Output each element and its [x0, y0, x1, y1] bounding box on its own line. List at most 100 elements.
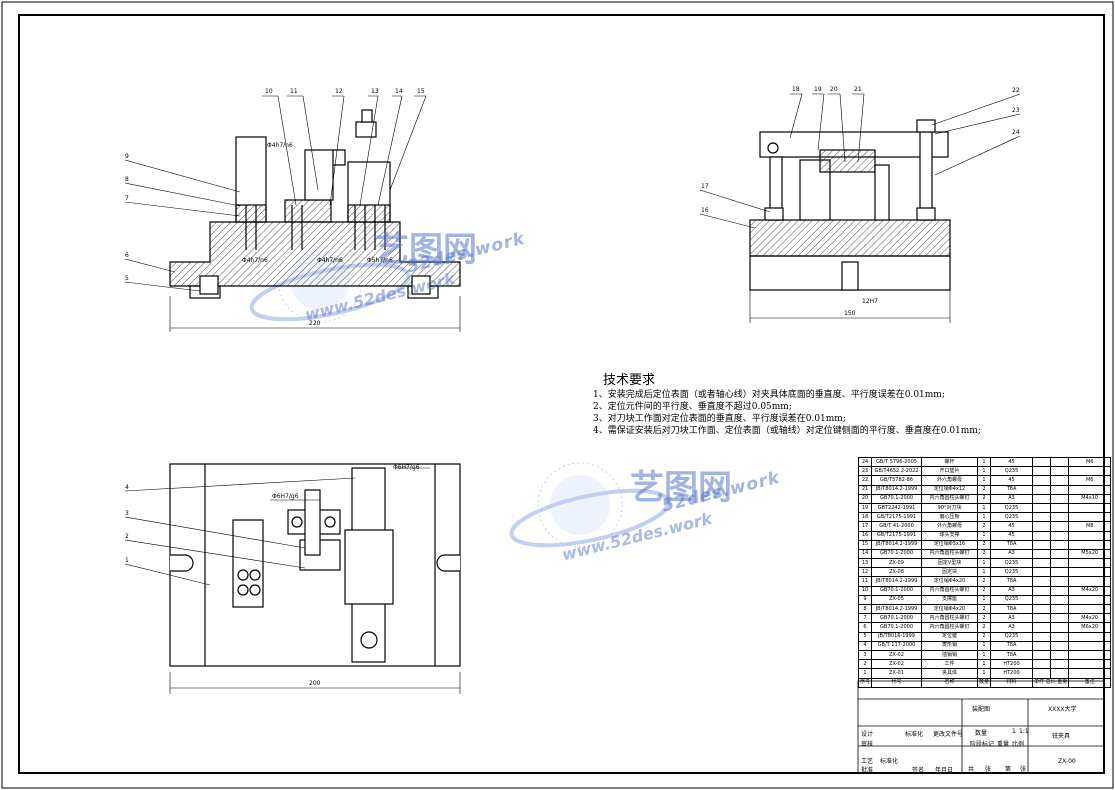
scale-value: 1:1 — [1019, 728, 1029, 735]
bom-cell-name: 定位键 — [921, 631, 979, 642]
bom-cell-name: 定位销Φ4x12 — [921, 484, 979, 495]
bom-cell-name: 90°对刀块 — [921, 502, 979, 514]
callout-4: 4 — [125, 484, 129, 491]
bom-cell-unit-weight — [1032, 548, 1052, 560]
bom-cell-note: M6 — [1068, 456, 1112, 468]
bom-cell-total-weight — [1050, 622, 1070, 633]
stage-label: 阶段标记 — [970, 741, 995, 748]
bom-cell-total-weight — [1050, 548, 1070, 560]
bom-cell-no: 20 — [857, 493, 873, 504]
bom-cell-note: M8 — [1068, 521, 1112, 532]
bom-cell-unit-weight — [1032, 475, 1052, 486]
bom-cell-code: GB70.1-2000 — [871, 493, 923, 504]
bom-cell-code: JB/T8014.2-1999 — [871, 484, 923, 495]
bom-cell-total-weight — [1050, 603, 1070, 615]
file-label: 更改文件号 — [933, 731, 964, 738]
bom-cell-total-weight — [1050, 530, 1070, 541]
bom-cell-material: Q235 — [990, 502, 1034, 514]
bom-cell-code: ZX-08 — [871, 567, 923, 578]
standard-label: 标准化 — [905, 731, 924, 738]
bom-header-no: 序号 — [857, 677, 873, 688]
bom-cell-no: 24 — [857, 456, 873, 468]
bom-cell-note — [1068, 631, 1112, 642]
bom-cell-code: JB/T8014.2-1999 — [871, 539, 923, 550]
bom-cell-no: 2 — [857, 659, 873, 670]
bom-header-material: 材料 — [990, 677, 1034, 688]
bom-cell-total-weight — [1050, 668, 1070, 679]
bom-cell-material: A3 — [990, 493, 1034, 504]
bom-cell-no: 21 — [857, 484, 873, 495]
bom-cell-code: JB/T8016-1999 — [871, 631, 923, 642]
bom-cell-total-weight — [1050, 585, 1070, 596]
bom-cell-note — [1068, 558, 1112, 569]
part-name: 铣夹具 — [1052, 733, 1071, 740]
bom-cell-unit-weight — [1032, 576, 1052, 587]
bom-cell-total-weight — [1050, 456, 1070, 468]
bom-cell-code: GB70.1-2000 — [871, 585, 923, 596]
bom-cell-name: 菱形销 — [921, 640, 979, 651]
bom-cell-qty: 2 — [977, 576, 992, 587]
bom-cell-no: 19 — [857, 502, 873, 514]
watermark-globe-2 — [509, 462, 671, 548]
bom-cell-code: ZX-09 — [871, 558, 923, 569]
bom-cell-unit-weight — [1032, 567, 1052, 578]
fit-6h7-2: Φ6H7/g6 — [272, 493, 299, 500]
bom-cell-name: 开口垫片 — [921, 466, 979, 477]
sheet-label: 张 — [985, 766, 992, 773]
bom-cell-unit-weight — [1032, 631, 1052, 642]
bom-cell-total-weight — [1050, 475, 1070, 486]
bom-cell-material: Q235 — [990, 466, 1034, 477]
front-view-labels: 9 8 7 6 5 10 11 12 13 14 15 Φ4h7/n6 Φ4h7… — [125, 88, 425, 327]
bom-cell-note: M4x10 — [1068, 493, 1112, 504]
bom-cell-total-weight — [1050, 640, 1070, 651]
bom-cell-no: 13 — [857, 558, 873, 569]
callout-18: 18 — [792, 86, 800, 93]
bom-cell-note — [1068, 539, 1112, 550]
callout-3: 3 — [125, 510, 129, 517]
bom-cell-material: T8A — [990, 649, 1034, 661]
bom-cell-code: GB/T 117-2000 — [871, 640, 923, 651]
bom-cell-qty: 1 — [977, 456, 992, 468]
callout-15: 15 — [417, 88, 425, 95]
bom-cell-note — [1068, 484, 1112, 495]
bom-cell-name: 固定V型块 — [921, 558, 979, 569]
callout-12: 12 — [335, 88, 343, 95]
bom-cell-unit-weight — [1032, 558, 1052, 569]
approve-label: 批准 — [861, 767, 874, 774]
bom-cell-no: 17 — [857, 521, 873, 532]
bom-cell-material: HT200 — [990, 668, 1034, 679]
bom-cell-name: 固定块 — [921, 567, 979, 578]
bom-cell-total-weight — [1050, 502, 1070, 514]
checker-label: 审核 — [861, 741, 874, 748]
bom-cell-no: 18 — [857, 512, 873, 523]
callout-16: 16 — [701, 207, 709, 214]
bom-header-weight: 单件 总计 重量 — [1032, 677, 1070, 688]
bom-cell-unit-weight — [1032, 521, 1052, 532]
weight-label: 重量 — [997, 741, 1010, 748]
callout-10: 10 — [265, 88, 273, 95]
bom-cell-material: Q235 — [990, 512, 1034, 523]
standardization-label: 标准化 — [880, 758, 899, 765]
bom-cell-no: 8 — [857, 603, 873, 615]
bom-cell-total-weight — [1050, 594, 1070, 606]
bom-cell-qty: 1 — [977, 558, 992, 569]
bom-cell-name: 内六角圆柱头螺钉 — [921, 548, 979, 560]
bom-cell-name: 支撑座 — [921, 594, 979, 606]
bom-cell-no: 14 — [857, 548, 873, 560]
bom-cell-code: GB/T 5796-2005 — [871, 456, 923, 468]
bom-cell-unit-weight — [1032, 668, 1052, 679]
bom-cell-qty: 1 — [977, 640, 992, 651]
bom-cell-note: M6x20 — [1068, 622, 1112, 633]
sheet-total: 共 — [968, 766, 975, 773]
